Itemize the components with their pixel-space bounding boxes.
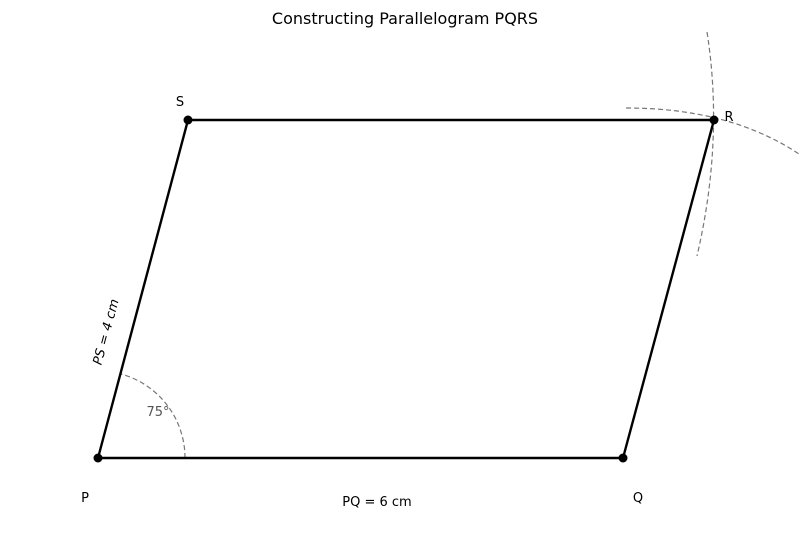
- vertex-q: [618, 453, 628, 463]
- angle-arc: [120, 373, 186, 459]
- arc-from-q: [696, 31, 715, 257]
- vertex-label-s: S: [176, 95, 184, 110]
- vertex-label-p: P: [81, 491, 89, 506]
- angle-label: 75°: [146, 405, 169, 420]
- vertex-p: [93, 453, 103, 463]
- vertex-label-q: Q: [633, 491, 643, 506]
- vertex-label-r: R: [724, 110, 733, 125]
- vertex-s: [183, 115, 193, 125]
- side-sp: [96, 119, 190, 459]
- arc-from-s: [625, 107, 800, 155]
- diagram-title: Constructing Parallelogram PQRS: [272, 9, 538, 28]
- side-qr: [621, 119, 716, 459]
- ps-length-label: PS = 4 cm: [91, 298, 123, 367]
- pq-length-label: PQ = 6 cm: [342, 495, 411, 510]
- vertex-r: [709, 115, 719, 125]
